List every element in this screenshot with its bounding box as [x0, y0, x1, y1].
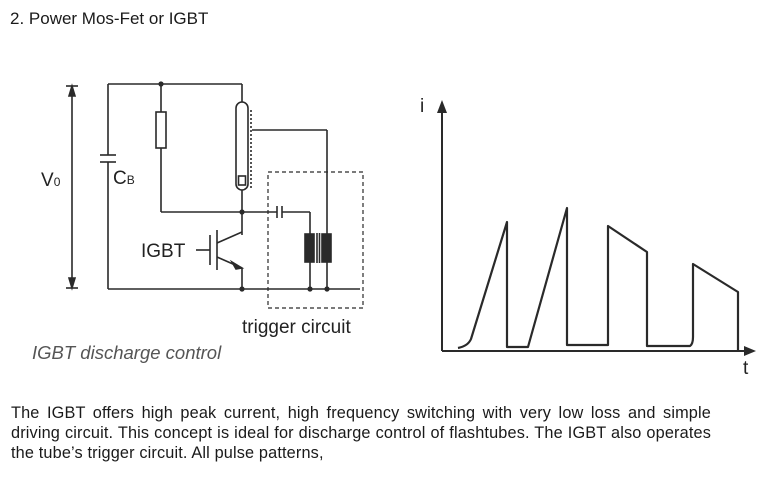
x-axis-label: t	[743, 358, 749, 379]
y-axis-label: i	[420, 96, 424, 117]
trigger-circuit-box	[267, 171, 364, 309]
x-axis-arrow-icon	[744, 346, 756, 356]
transformer-coil	[321, 233, 332, 263]
section-heading: 2. Power Mos-Fet or IGBT	[10, 9, 209, 28]
y-axis-arrow-icon	[437, 100, 447, 113]
junctions	[158, 81, 330, 292]
trigger-circuit-label: trigger circuit	[242, 317, 351, 338]
arrow-up-icon	[67, 83, 77, 97]
arrow-down-icon	[67, 277, 77, 291]
circuit-diagram	[66, 83, 364, 309]
capacitor-label: CB	[113, 168, 135, 189]
body-paragraph: The IGBT offers high peak current, high …	[11, 404, 711, 463]
resistor	[155, 111, 167, 149]
igbt-emitter-arrow-icon	[229, 259, 245, 270]
figure-caption: IGBT discharge control	[32, 342, 222, 363]
igbt-label: IGBT	[141, 241, 186, 262]
flashtube-electrode	[237, 175, 247, 186]
current-waveform	[457, 206, 740, 350]
transformer-coil	[304, 233, 315, 263]
voltage-label: V0	[41, 170, 61, 191]
current-waveform-graph	[437, 100, 756, 356]
